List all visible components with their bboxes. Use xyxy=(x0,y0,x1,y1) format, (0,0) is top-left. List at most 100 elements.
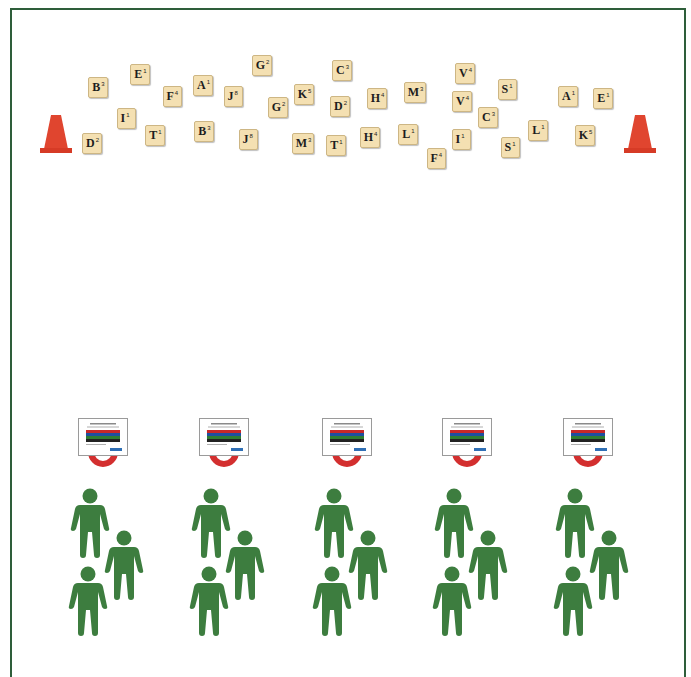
tile-points: 8 xyxy=(235,90,238,96)
letter-tile: T1 xyxy=(145,125,164,146)
letter-tile: F4 xyxy=(163,86,182,107)
station xyxy=(554,419,629,637)
tile-points: 3 xyxy=(492,111,495,117)
tile-points: 5 xyxy=(589,129,592,135)
letter-tile: A1 xyxy=(558,86,578,107)
tile-points: 2 xyxy=(266,59,269,65)
tile-letter: S xyxy=(502,83,509,96)
letter-tile: E1 xyxy=(593,88,612,109)
letter-tile: G2 xyxy=(252,55,273,76)
tile-points: 3 xyxy=(207,125,210,131)
tile-points: 4 xyxy=(374,131,377,137)
tile-letter: J xyxy=(243,133,249,146)
letter-tile: J8 xyxy=(239,129,258,150)
tile-letter: T xyxy=(330,139,338,152)
tile-letter: J xyxy=(228,90,234,103)
tile-points: 1 xyxy=(572,90,575,96)
tile-points: 1 xyxy=(158,129,161,135)
tile-points: 2 xyxy=(96,137,99,143)
tile-letter: I xyxy=(456,133,461,146)
tile-letter: I xyxy=(121,112,126,125)
letter-tile: F4 xyxy=(427,148,446,169)
tile-letter: D xyxy=(86,137,95,150)
station xyxy=(433,419,508,637)
tile-points: 1 xyxy=(143,68,146,74)
tile-points: 2 xyxy=(282,101,285,107)
tile-letter: E xyxy=(134,68,142,81)
tile-points: 1 xyxy=(126,112,129,118)
tile-points: 5 xyxy=(308,88,311,94)
tile-letter: G xyxy=(256,59,265,72)
station xyxy=(190,419,265,637)
tile-letter: V xyxy=(456,95,465,108)
field-border xyxy=(11,9,685,677)
tile-points: 1 xyxy=(411,128,414,134)
tile-letter: F xyxy=(431,152,438,165)
letter-tile: J8 xyxy=(224,86,243,107)
tile-letter: F xyxy=(167,90,174,103)
tile-letter: C xyxy=(336,64,345,77)
tile-points: 1 xyxy=(339,139,342,145)
letter-tile: H4 xyxy=(367,88,388,109)
tile-letter: H xyxy=(371,92,380,105)
tile-points: 4 xyxy=(175,90,178,96)
tile-points: 3 xyxy=(308,137,311,143)
letter-tile: D2 xyxy=(82,133,102,154)
tile-points: 4 xyxy=(466,95,469,101)
station xyxy=(69,419,144,637)
letter-tile: D2 xyxy=(330,96,350,117)
letter-tile: A1 xyxy=(193,75,213,96)
tile-letter: B xyxy=(92,81,100,94)
tile-points: 2 xyxy=(344,100,347,106)
letter-tile: K5 xyxy=(294,84,315,105)
tile-points: 1 xyxy=(461,133,464,139)
tile-points: 1 xyxy=(541,124,544,130)
letter-tile: M3 xyxy=(292,133,315,154)
letter-tile: T1 xyxy=(326,135,345,156)
tile-letter: K xyxy=(579,129,588,142)
tile-letter: L xyxy=(402,128,410,141)
letter-tile: S1 xyxy=(501,137,520,158)
letter-tile: I1 xyxy=(117,108,136,129)
tile-points: 3 xyxy=(346,64,349,70)
letter-tile: S1 xyxy=(498,79,517,100)
tile-letter: V xyxy=(459,67,468,80)
tile-points: 4 xyxy=(381,92,384,98)
tile-letter: M xyxy=(296,137,307,150)
letter-tile: L1 xyxy=(398,124,417,145)
letter-tile: V4 xyxy=(455,63,475,84)
letter-tile: I1 xyxy=(452,129,471,150)
tile-letter: T xyxy=(149,129,157,142)
cone xyxy=(40,115,72,153)
tile-points: 1 xyxy=(207,79,210,85)
letter-tile: H4 xyxy=(360,127,381,148)
tile-letter: S xyxy=(505,141,512,154)
letter-tile: M3 xyxy=(404,82,427,103)
tile-points: 1 xyxy=(512,141,515,147)
tile-letter: L xyxy=(532,124,540,137)
tile-letter: K xyxy=(298,88,307,101)
letter-tile: C3 xyxy=(478,107,498,128)
tile-points: 3 xyxy=(420,86,423,92)
tile-letter: H xyxy=(364,131,373,144)
letter-tile: E1 xyxy=(130,64,149,85)
tile-letter: A xyxy=(562,90,571,103)
tile-letter: B xyxy=(198,125,206,138)
tile-points: 4 xyxy=(439,152,442,158)
letter-tile: G2 xyxy=(268,97,289,118)
letter-tile: B3 xyxy=(88,77,107,98)
tile-letter: C xyxy=(482,111,491,124)
station xyxy=(313,419,388,637)
tile-points: 3 xyxy=(101,81,104,87)
tile-points: 1 xyxy=(606,92,609,98)
letter-tile: K5 xyxy=(575,125,596,146)
tile-letter: A xyxy=(197,79,206,92)
letter-tile: B3 xyxy=(194,121,213,142)
letter-tile: C3 xyxy=(332,60,352,81)
tile-letter: D xyxy=(334,100,343,113)
cone xyxy=(624,115,656,153)
tile-points: 1 xyxy=(509,83,512,89)
tile-letter: M xyxy=(408,86,419,99)
